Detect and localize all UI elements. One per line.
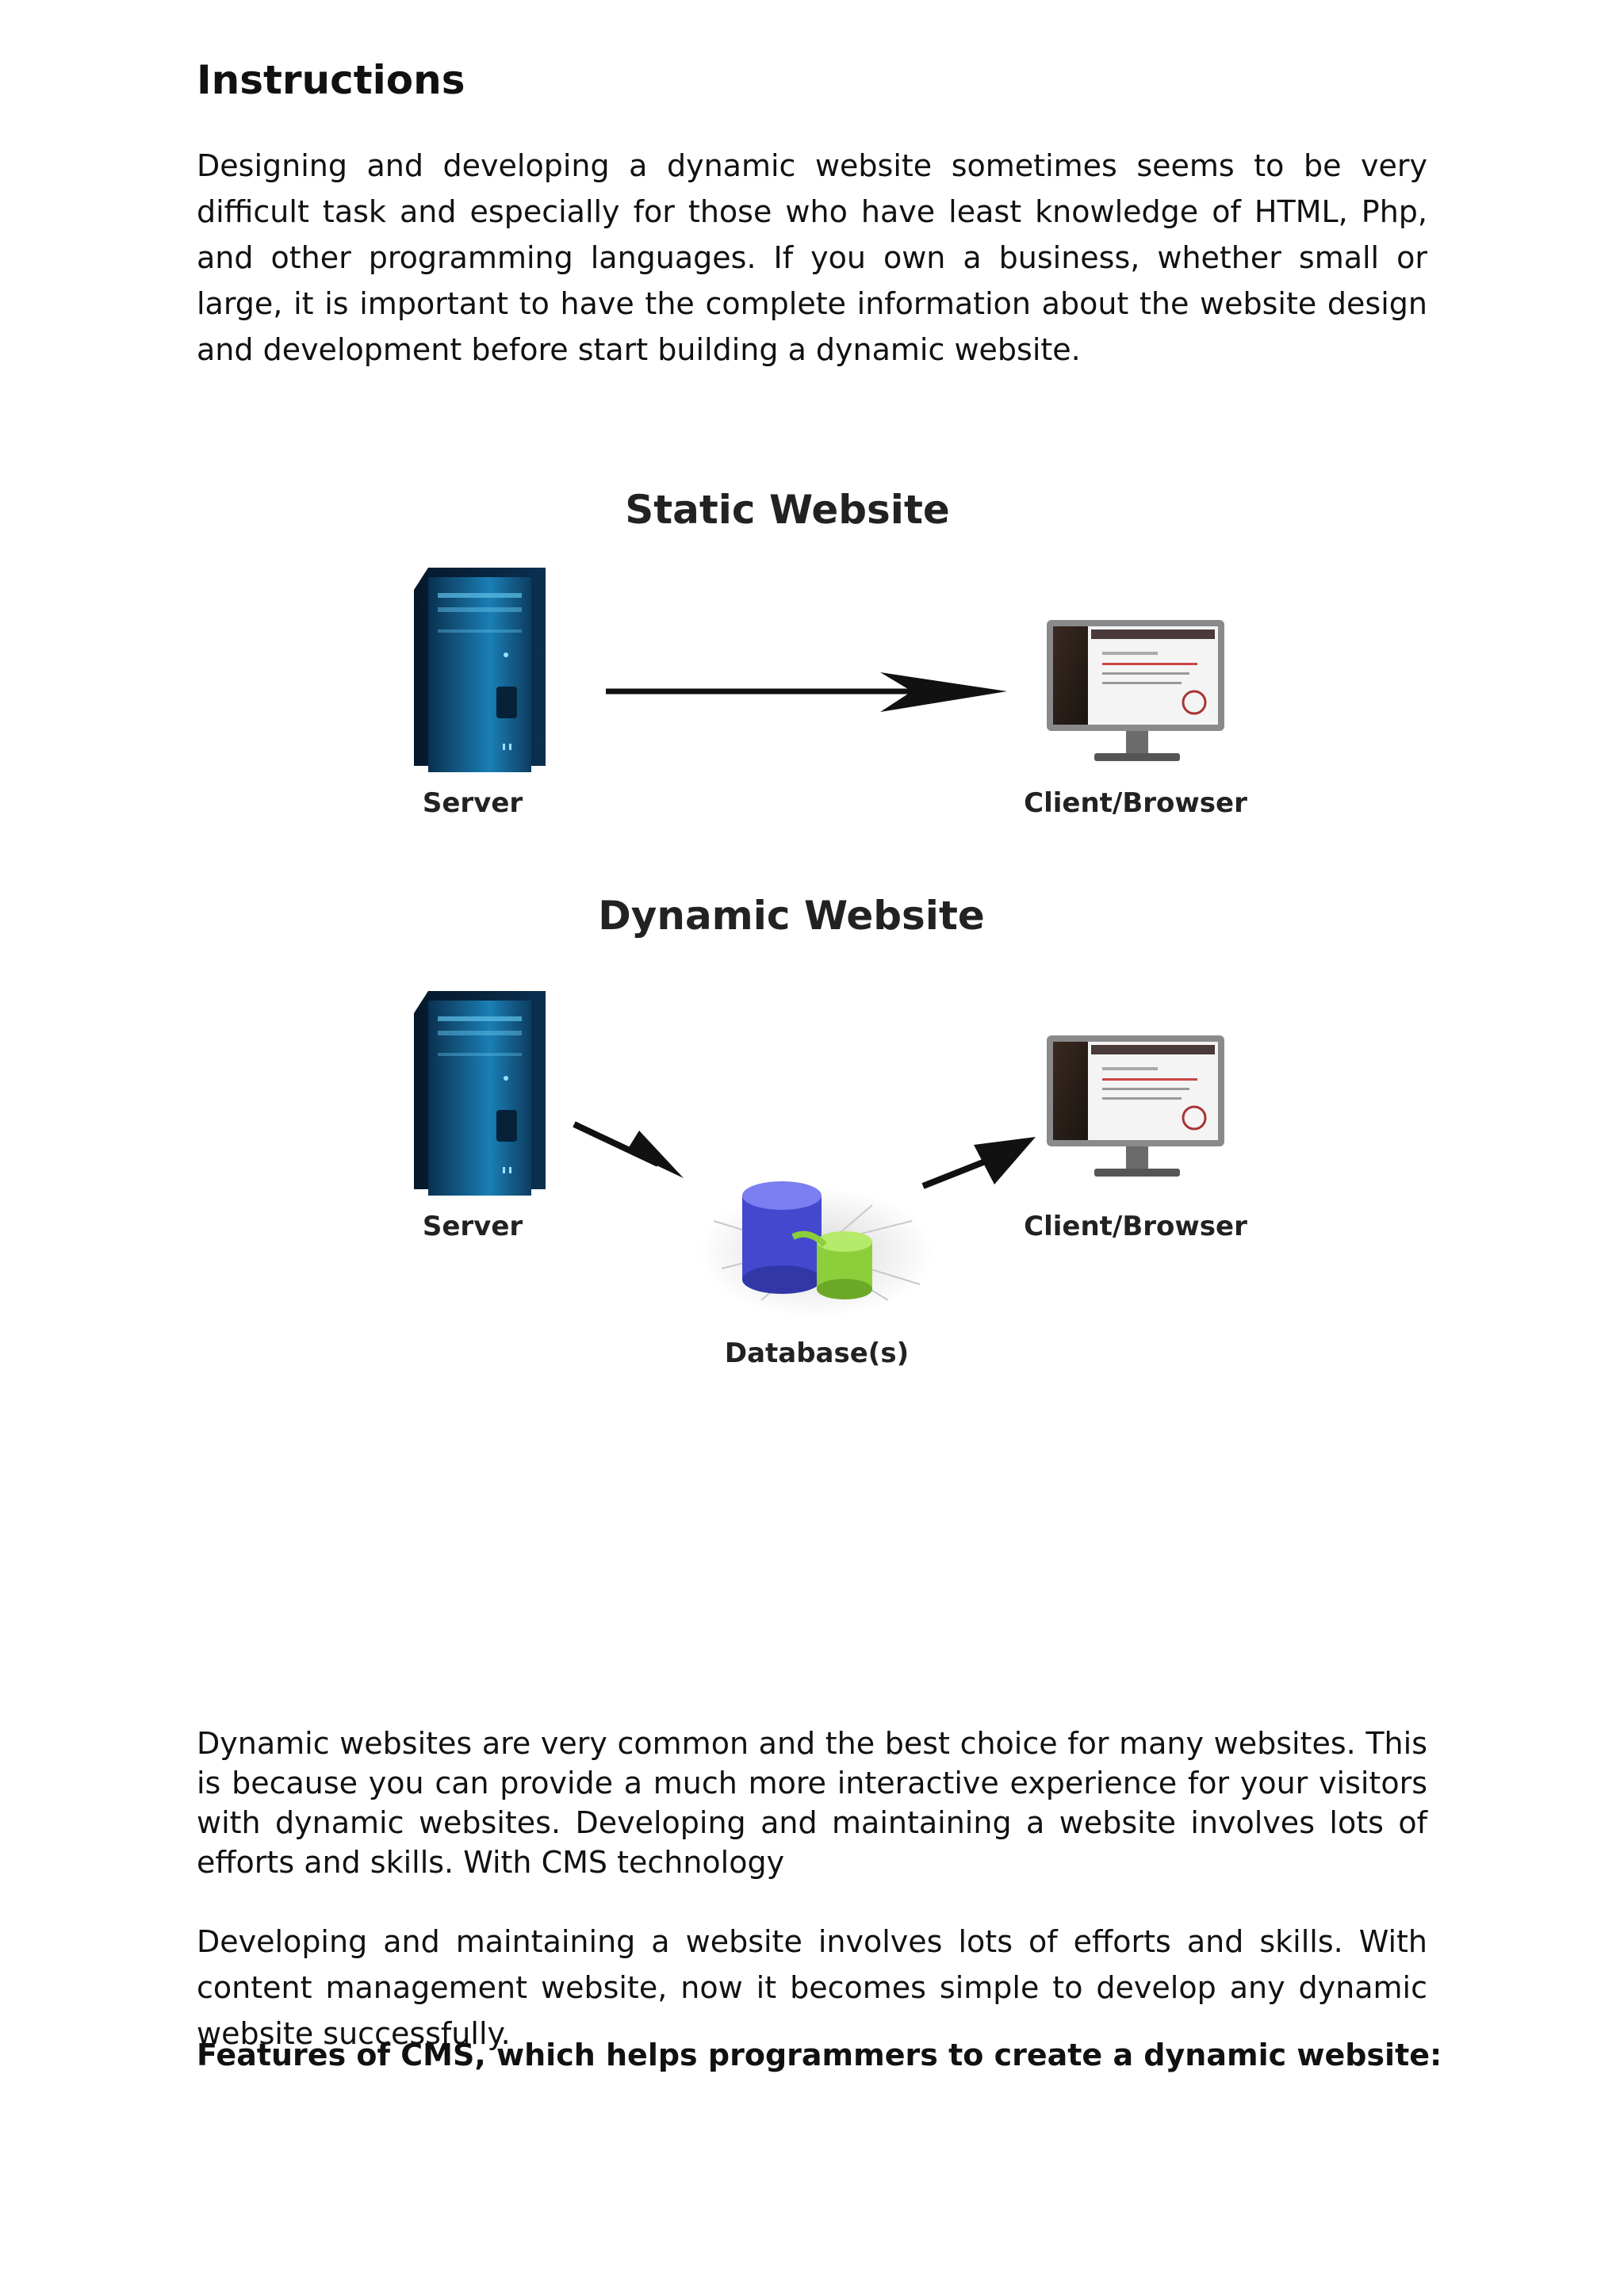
database-label: Database(s) (725, 1337, 909, 1369)
monitor-icon (1047, 620, 1224, 761)
arrow-icon (573, 1121, 684, 1178)
arrow-icon (606, 672, 1007, 712)
page-title: Instructions (197, 57, 465, 103)
static-website-title: Static Website (625, 487, 950, 533)
features-heading: Features of CMS, which helps programmers… (197, 2038, 1442, 2072)
monitor-icon (1047, 1035, 1224, 1177)
cms-paragraph: Developing and maintaining a website inv… (197, 1924, 1427, 2051)
arrow-icon (921, 1137, 1036, 1189)
static-vs-dynamic-diagram: Static Website Server (414, 487, 1247, 1369)
server-tower-icon (414, 568, 546, 772)
dynamic-server-label: Server (423, 1211, 523, 1242)
dynamic-websites-paragraph: Dynamic websites are very common and the… (197, 1726, 1427, 1880)
database-icon (699, 1181, 934, 1318)
dynamic-client-label: Client/Browser (1024, 1211, 1247, 1242)
dynamic-website-title: Dynamic Website (598, 893, 985, 939)
static-client-label: Client/Browser (1024, 787, 1247, 819)
server-tower-icon (414, 991, 546, 1196)
static-server-label: Server (423, 787, 523, 819)
intro-paragraph: Designing and developing a dynamic websi… (197, 148, 1427, 367)
